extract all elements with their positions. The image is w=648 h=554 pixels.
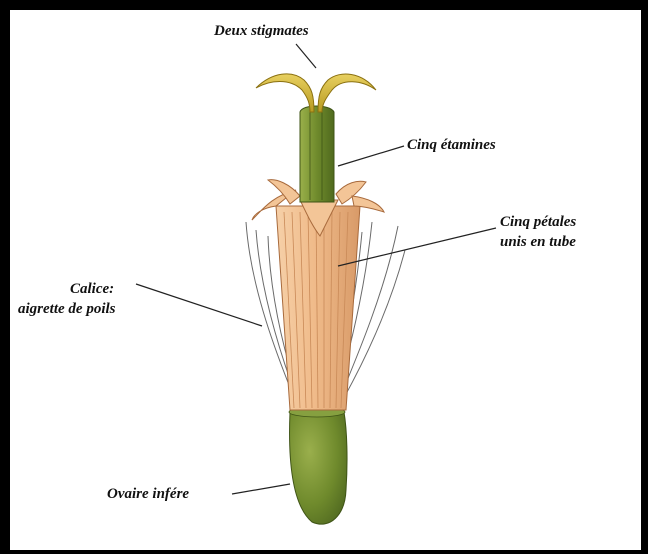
stamen-tube (300, 106, 334, 202)
label-ovary: Ovaire infére (107, 485, 189, 504)
ovary (289, 407, 347, 524)
leader-ovary (232, 484, 290, 494)
leader-calyx (136, 284, 262, 326)
label-stamens: Cinq étamines (407, 136, 496, 155)
petal-tube (276, 206, 360, 410)
label-calyx-line2: aigrette de poils (18, 300, 116, 319)
leader-stigmas (296, 44, 316, 68)
leader-stamens (338, 146, 404, 166)
label-stigmas: Deux stigmates (214, 22, 309, 41)
label-calyx-line1: Calice: (70, 280, 114, 299)
label-petals-line2: unis en tube (500, 233, 576, 252)
label-petals-line1: Cinq pétales (500, 213, 576, 232)
